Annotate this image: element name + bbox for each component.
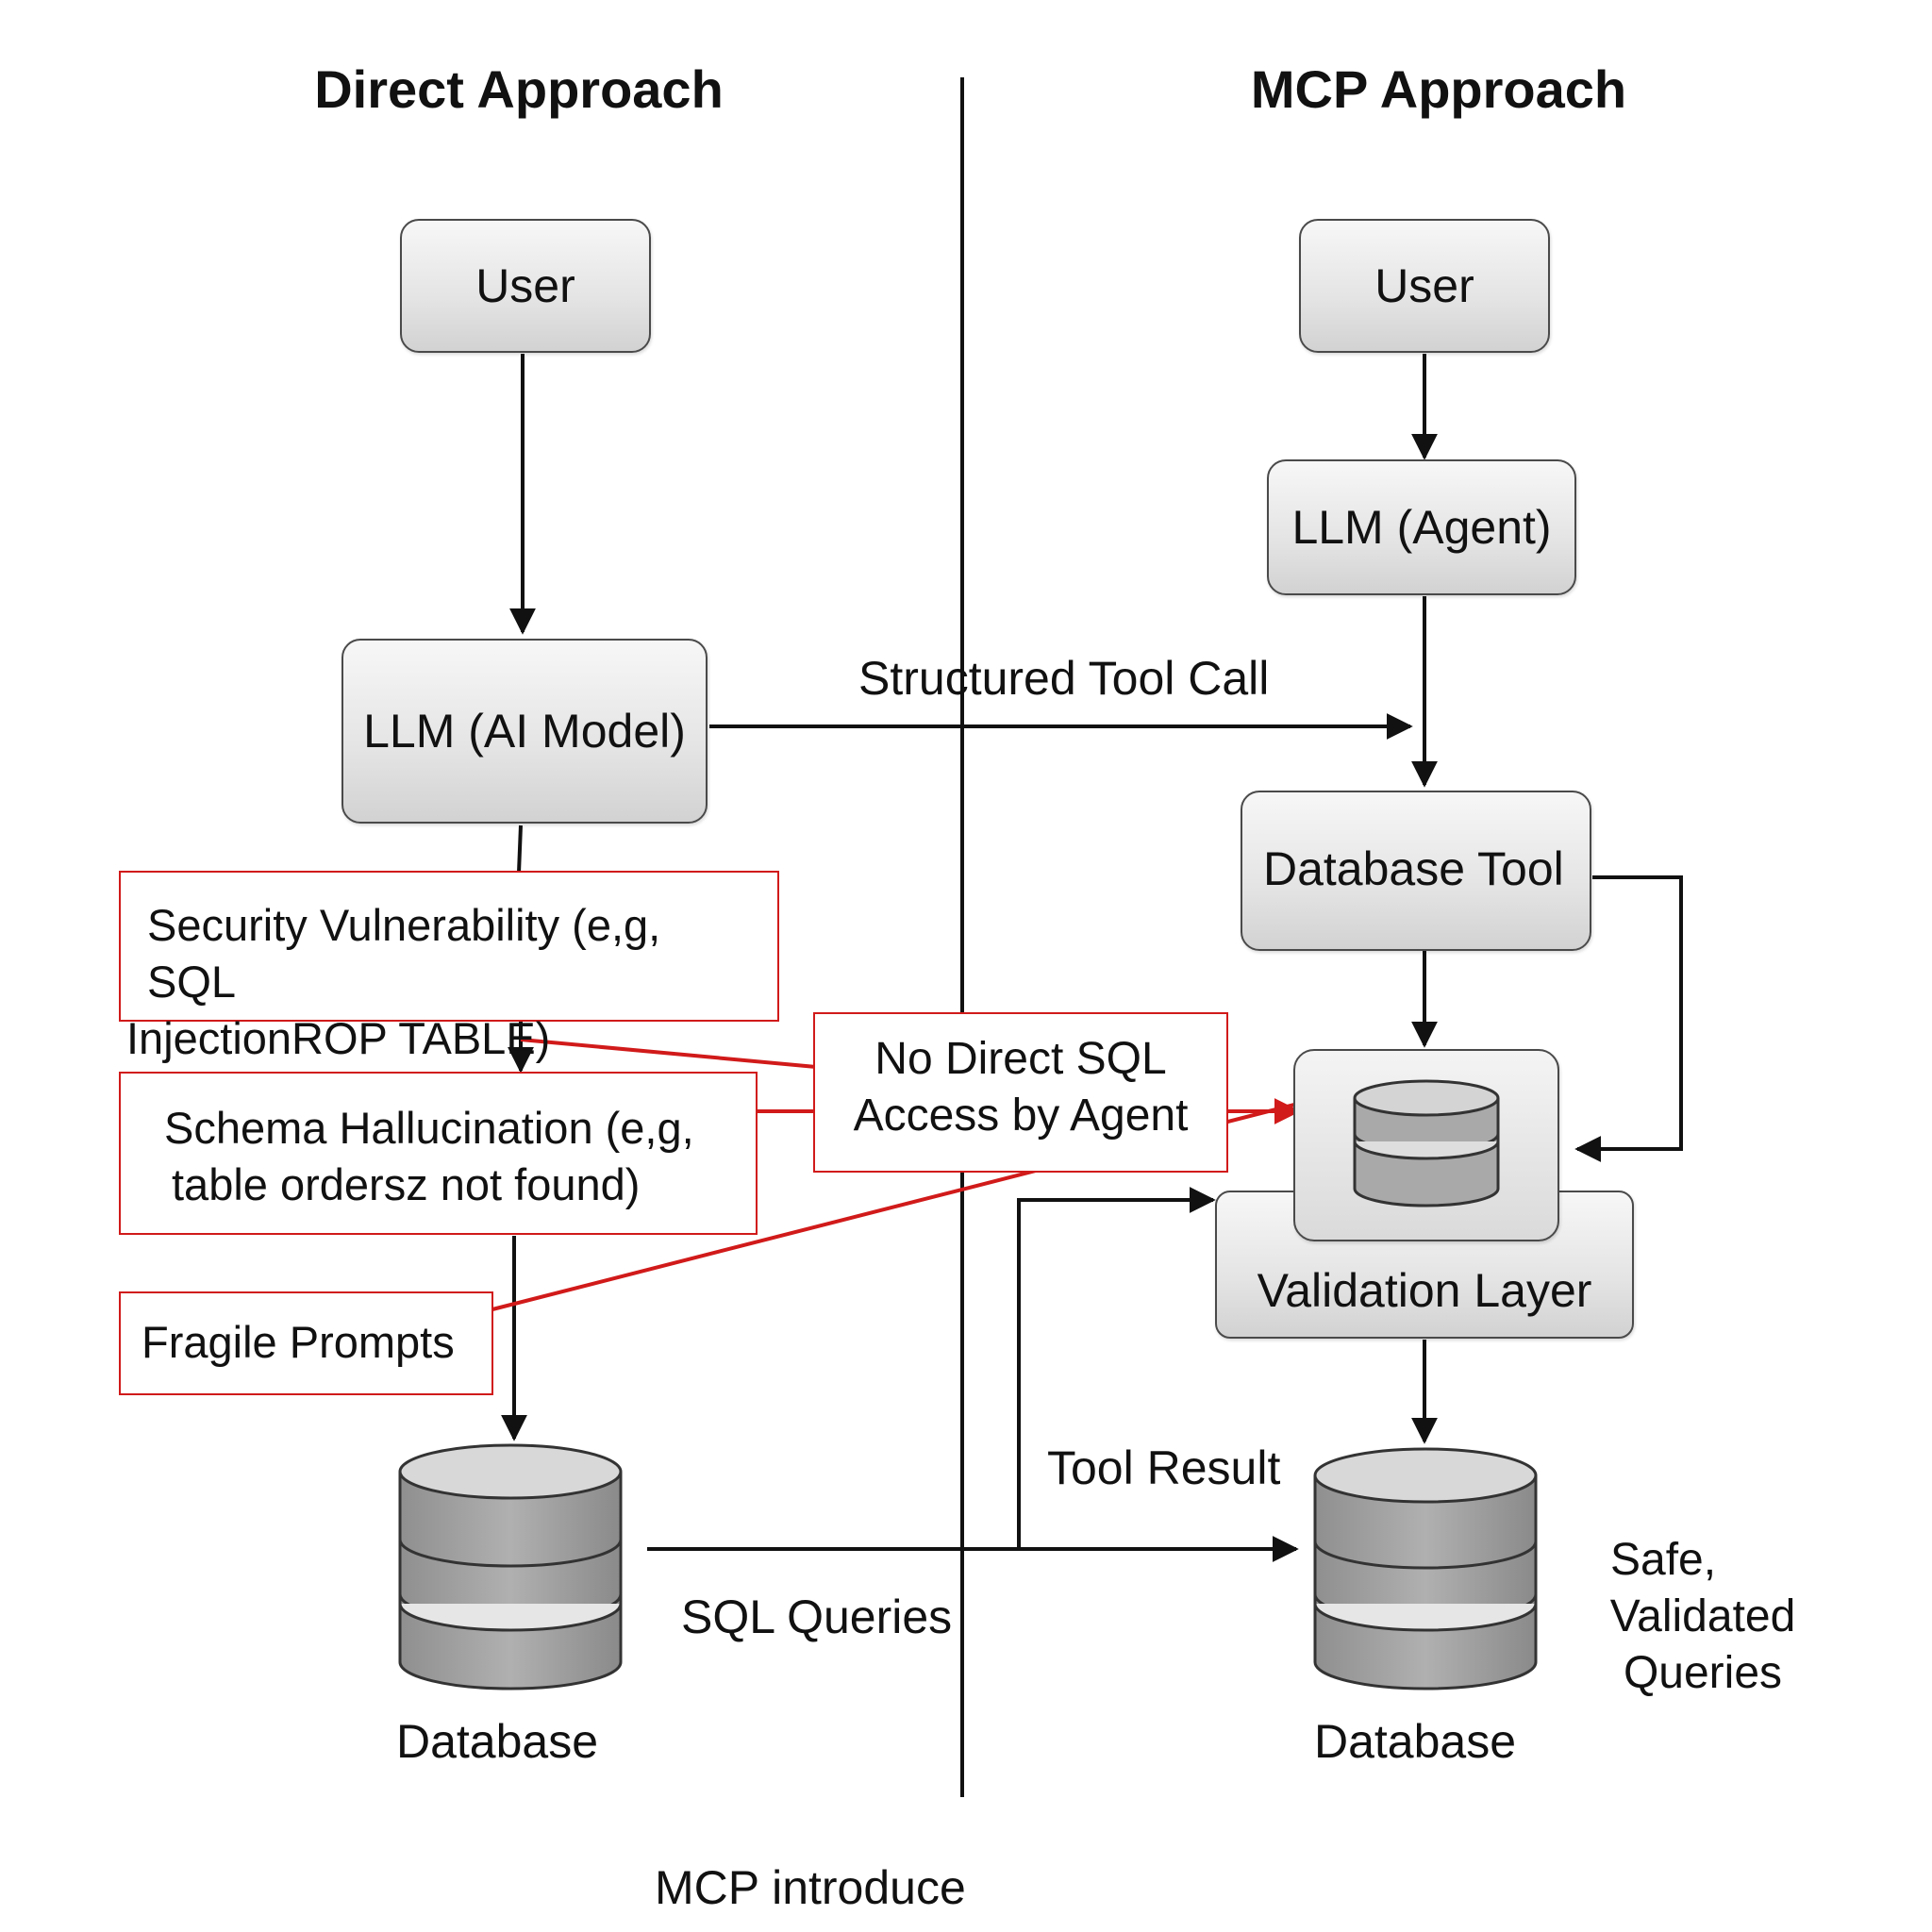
safe-validated-queries-label: Safe, Validated Queries [1590,1532,1816,1702]
left-database-label: Database [396,1715,599,1768]
issue-security-line1: Security Vulnerability (e,g, SQL [147,900,661,1007]
mcp-user-label: User [1374,259,1474,312]
connector-llm-to-issues [517,824,523,874]
right-database-label: Database [1314,1715,1517,1768]
database-small-icon [1353,1079,1500,1208]
issue-fragile-line1: Fragile Prompts [142,1317,455,1367]
mcp-user-box: User [1299,219,1550,353]
issue-schema-line2: table ordersz not found) [172,1159,641,1209]
direct-user-label: User [475,259,575,312]
right-database-icon [1313,1447,1538,1690]
red-line-issue1-to-note [520,1038,817,1069]
database-tool-box: Database Tool [1241,791,1591,951]
no-direct-sql-line1: No Direct SQL [874,1034,1167,1084]
safe-line2: Validated [1609,1591,1796,1641]
structured-tool-call-label: Structured Tool Call [858,652,1270,705]
no-direct-sql-note: No Direct SQL Access by Agent [813,1012,1228,1173]
direct-llm-label: LLM (AI Model) [363,705,686,758]
heading-mcp-approach: MCP Approach [1250,59,1627,119]
no-direct-sql-line2: Access by Agent [853,1091,1189,1141]
arrow-tool-result [1017,1187,1216,1547]
arrow-tool-loop-to-validation [1574,875,1683,1162]
issue-fragile-prompts: Fragile Prompts [119,1291,493,1395]
sql-queries-label: SQL Queries [681,1591,953,1643]
footer-caption: MCP introduce [655,1861,966,1914]
safe-line3: Queries [1623,1648,1783,1698]
validation-db-icon-box [1293,1049,1559,1241]
issue-security-vulnerability: Security Vulnerability (e,g, SQL Injecti… [119,871,779,1063]
mcp-llm-label: LLM (Agent) [1291,501,1552,554]
safe-line1: Safe, [1610,1535,1717,1585]
issue-schema-hallucination: Schema Hallucination (e,g, table ordersz… [119,1072,758,1235]
validation-layer-label: Validation Layer [1257,1264,1592,1317]
left-database-icon [398,1443,623,1690]
heading-direct-approach: Direct Approach [314,59,724,119]
mcp-llm-box: LLM (Agent) [1267,459,1576,595]
database-tool-label: Database Tool [1263,842,1564,895]
tool-result-label: Tool Result [1047,1441,1281,1494]
issue-security-line2: InjectionROP TABLE) [126,1013,551,1063]
direct-llm-box: LLM (AI Model) [341,639,708,824]
direct-user-box: User [400,219,651,353]
issue-schema-line1: Schema Hallucination (e,g, [164,1103,694,1153]
